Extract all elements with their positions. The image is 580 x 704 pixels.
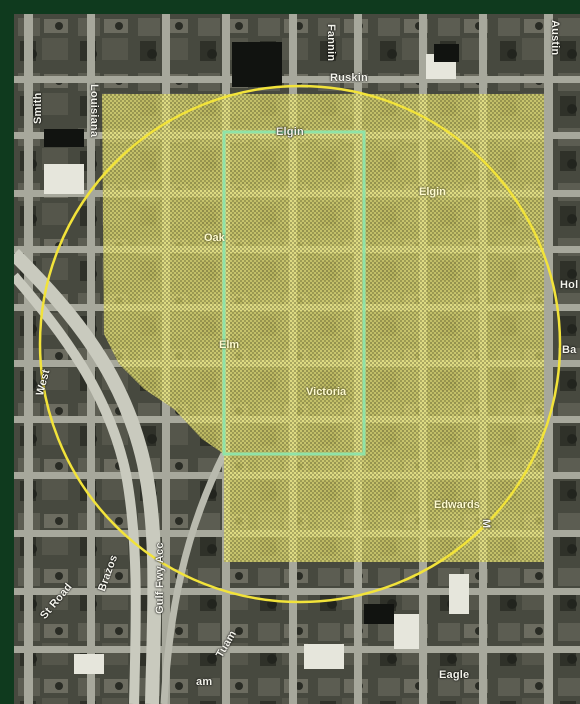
street-label-smith: Smith [32,92,44,124]
street-label-webster: am [196,676,213,688]
street-label-main: M [480,519,492,529]
area-label-b: Oak [204,232,225,244]
aerial-photo [14,14,580,704]
area-label-a: Elgin [419,186,446,198]
aerial-map[interactable]: Fannin Austin Ruskin Louisiana Smith Elg… [14,14,580,704]
street-label-gulf-fwy-acc: Gulf Fwy Acc [154,542,166,614]
area-label-e: Victoria [306,386,347,398]
street-label-bas: Ba [562,344,577,356]
street-label-holman: Hol [560,279,579,291]
street-label-austin: Austin [549,20,561,56]
street-label-fannin: Fannin [325,24,337,62]
area-label-c: Edwards [434,499,480,511]
area-label-d: Elm [219,339,240,351]
street-label-elgin: Elgin [276,126,304,138]
street-label-eagle: Eagle [439,669,470,681]
street-label-ruskin: Ruskin [330,72,368,84]
street-label-louisiana: Louisiana [88,84,100,138]
